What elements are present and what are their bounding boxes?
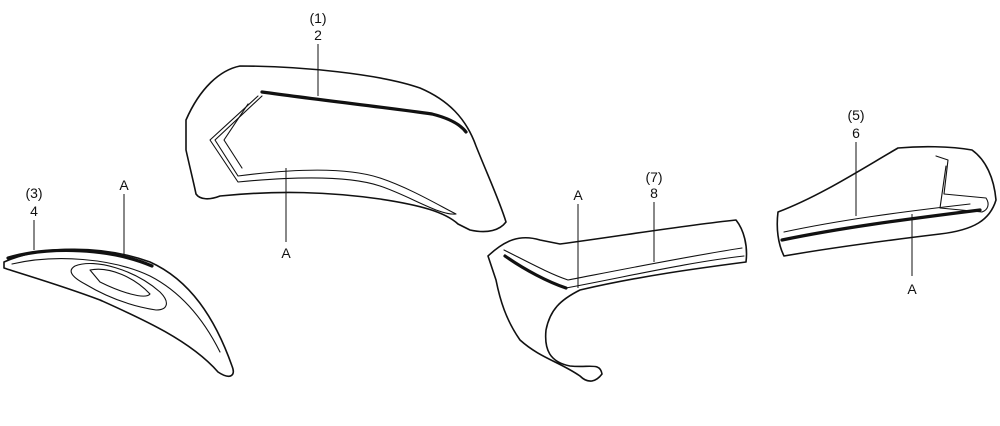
fuel-tank (185, 65, 507, 233)
label-part-5: (5) (847, 107, 864, 123)
label-part-2: 2 (314, 27, 322, 43)
side-cover-right (776, 145, 997, 257)
label-part-8: 8 (650, 185, 658, 201)
side-cover-center (487, 219, 748, 382)
label-a-right: A (907, 281, 917, 297)
label-part-7: (7) (645, 169, 662, 185)
label-a-center: A (573, 187, 583, 203)
front-fender (3, 248, 234, 378)
label-a-tank: A (281, 245, 291, 261)
label-part-3: (3) (25, 185, 42, 201)
label-part-6: 6 (852, 125, 860, 141)
label-part-1: (1) (309, 10, 326, 26)
callout-labels: (1) 2 A (3) 4 A (7) 8 A (5) 6 A (25, 10, 917, 297)
leader-lines (33, 44, 913, 288)
label-a-fender: A (119, 177, 129, 193)
label-part-4: 4 (30, 203, 38, 219)
